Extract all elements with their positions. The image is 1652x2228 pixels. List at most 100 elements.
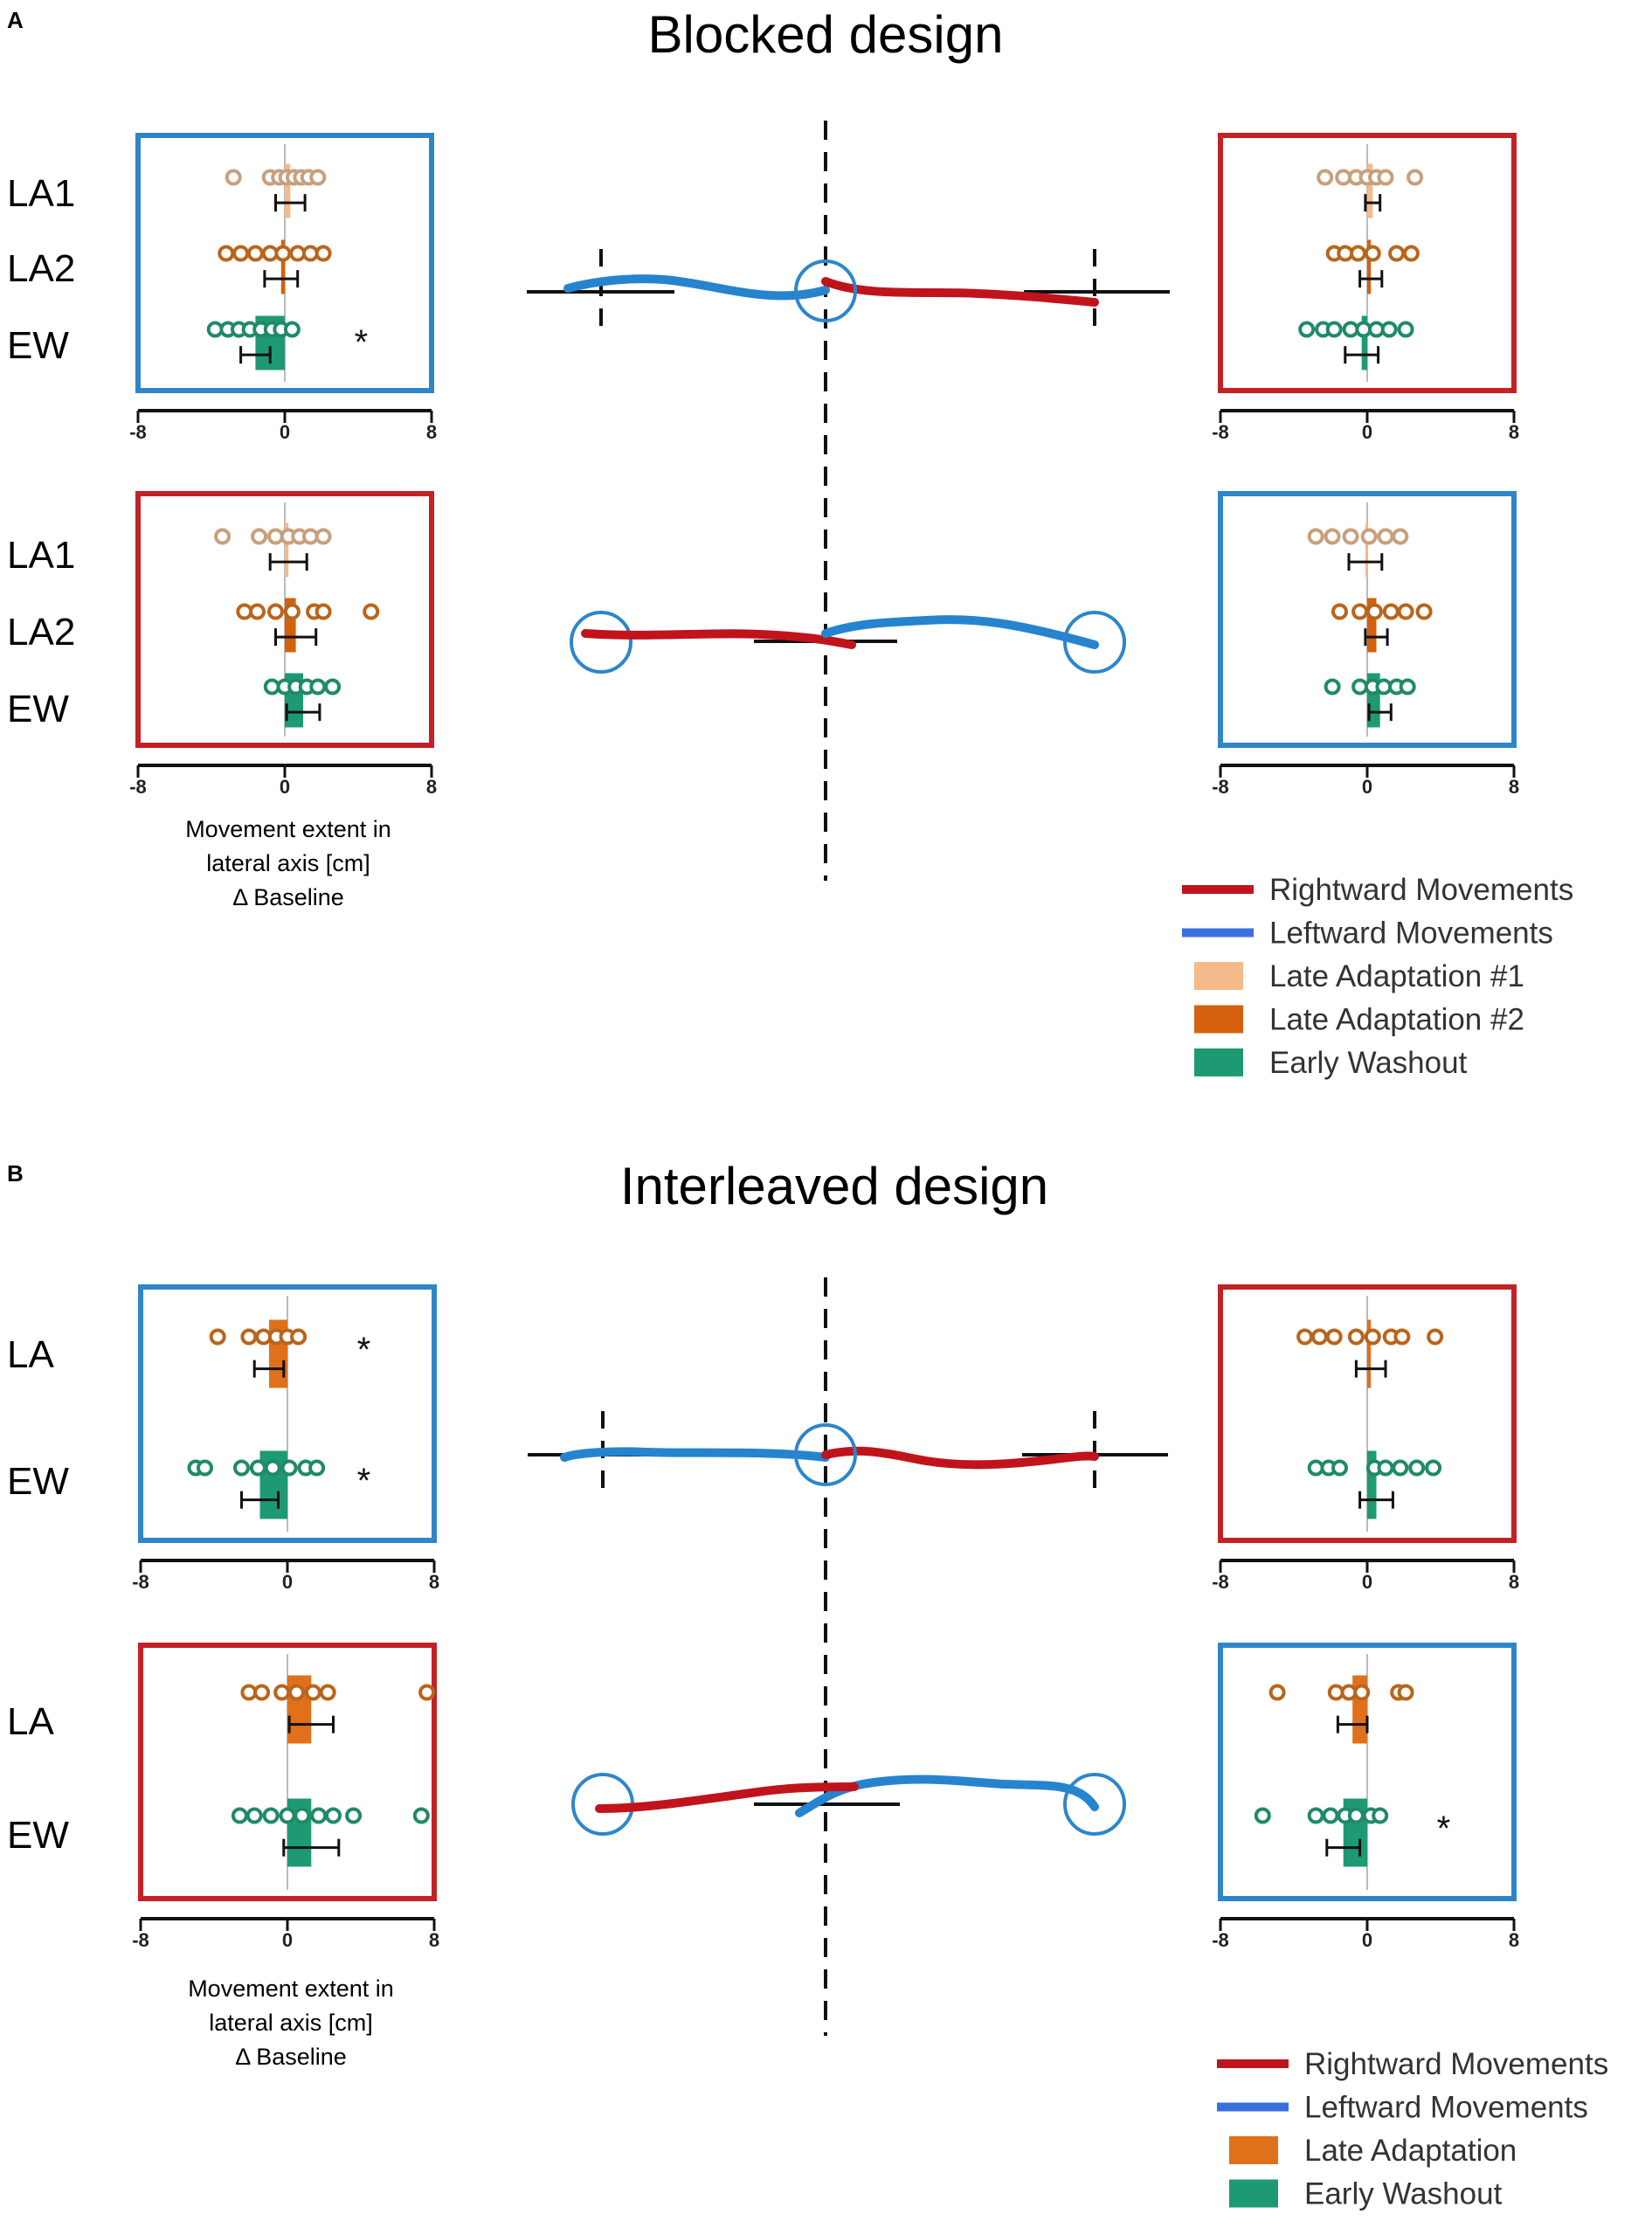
x-tick-label: 8 bbox=[1509, 1571, 1519, 1593]
subplot-frame bbox=[1218, 133, 1517, 393]
data-point bbox=[1331, 603, 1348, 620]
data-point bbox=[1268, 1684, 1286, 1701]
subplot-b-top-right: -8 0 8 bbox=[1212, 1284, 1519, 1593]
x-tick-label: 0 bbox=[1362, 421, 1372, 443]
data-point bbox=[1393, 1328, 1411, 1346]
data-point bbox=[315, 603, 332, 620]
bar-la1 bbox=[1365, 522, 1368, 578]
data-point bbox=[232, 245, 250, 262]
trajectory-schematic-a bbox=[527, 121, 1170, 881]
data-point bbox=[1331, 1459, 1348, 1477]
data-point bbox=[304, 1684, 321, 1701]
data-point bbox=[249, 1459, 266, 1477]
data-point bbox=[1388, 245, 1406, 262]
x-tick-label: 0 bbox=[1362, 1929, 1372, 1951]
data-point bbox=[267, 603, 284, 620]
x-tick-label: 8 bbox=[1509, 776, 1519, 798]
panel-letter-b: B bbox=[7, 1160, 24, 1187]
data-point bbox=[1372, 1807, 1389, 1824]
legend-label: Early Washout bbox=[1304, 2177, 1503, 2211]
significance-marker: * bbox=[1437, 1809, 1451, 1848]
x-tick-label: 8 bbox=[1509, 421, 1519, 443]
legend-label: Leftward Movements bbox=[1269, 917, 1553, 951]
data-point bbox=[233, 1459, 250, 1477]
data-point bbox=[418, 1684, 436, 1701]
data-point bbox=[412, 1807, 430, 1824]
x-tick-label: -8 bbox=[1212, 421, 1229, 443]
bar-la1 bbox=[285, 522, 289, 578]
target-right bbox=[1063, 611, 1126, 674]
data-point bbox=[294, 1807, 311, 1824]
bar-la1 bbox=[285, 163, 291, 218]
data-point bbox=[1254, 1807, 1271, 1824]
subplot-frame bbox=[1218, 1284, 1517, 1543]
data-point bbox=[325, 1807, 342, 1824]
legend-swatch-box bbox=[1194, 1048, 1243, 1076]
rightward-return-trajectory bbox=[595, 1782, 859, 1813]
data-point bbox=[1322, 1807, 1339, 1824]
legend-swatch-box bbox=[1229, 2179, 1278, 2208]
data-point bbox=[279, 1807, 296, 1824]
data-point bbox=[231, 1807, 248, 1824]
significance-marker: * bbox=[357, 1462, 371, 1500]
significance-marker: * bbox=[355, 323, 369, 362]
data-point bbox=[246, 245, 264, 262]
target-left bbox=[570, 611, 632, 674]
data-point bbox=[1324, 528, 1341, 545]
row-label-la2: LA2 bbox=[7, 611, 75, 654]
leftward-trajectory bbox=[560, 1447, 830, 1462]
data-point bbox=[309, 169, 327, 186]
data-point bbox=[315, 528, 332, 545]
row-label-la: LA bbox=[7, 1700, 54, 1743]
data-point bbox=[1360, 528, 1378, 545]
panel-title-b: Interleaved design bbox=[620, 1157, 1048, 1215]
data-point bbox=[249, 603, 266, 620]
row-label-ew: EW bbox=[7, 1460, 69, 1503]
data-point bbox=[274, 245, 292, 262]
data-point bbox=[1298, 321, 1316, 338]
rightward-return-trajectory bbox=[581, 629, 856, 649]
row-label-la1: LA1 bbox=[7, 172, 75, 215]
row-label-la2: LA2 bbox=[7, 247, 75, 290]
data-point bbox=[1399, 678, 1416, 695]
data-point bbox=[1382, 603, 1400, 620]
row-label-ew: EW bbox=[7, 688, 69, 730]
data-point bbox=[1353, 1684, 1371, 1701]
x-tick-label: -8 bbox=[129, 776, 147, 798]
subplot-a-top-right: -8 0 8 bbox=[1212, 133, 1519, 443]
row-label-la: LA bbox=[7, 1333, 54, 1376]
subplot-frame bbox=[138, 1284, 437, 1543]
x-tick-label: 0 bbox=[282, 1571, 293, 1593]
data-point bbox=[1397, 603, 1414, 620]
data-point bbox=[1377, 169, 1394, 186]
subplot-frame bbox=[1218, 491, 1517, 748]
x-tick-label: 0 bbox=[1362, 1571, 1372, 1593]
data-point bbox=[1425, 1459, 1442, 1477]
x-tick-label: -8 bbox=[1212, 1571, 1229, 1593]
start-target bbox=[794, 259, 857, 322]
data-point bbox=[214, 528, 232, 545]
data-point bbox=[345, 1807, 363, 1824]
x-tick-label: -8 bbox=[1212, 776, 1229, 798]
bar-la1 bbox=[1367, 163, 1373, 218]
x-tick-label: 8 bbox=[429, 1571, 439, 1593]
data-point bbox=[290, 1328, 308, 1346]
legend-label: Late Adaptation bbox=[1304, 2134, 1517, 2168]
bar-la2 bbox=[1367, 598, 1377, 653]
data-point bbox=[309, 678, 327, 695]
data-point bbox=[1392, 528, 1409, 545]
data-point bbox=[1415, 603, 1433, 620]
x-tick-label: -8 bbox=[129, 421, 147, 443]
data-point bbox=[1392, 1459, 1409, 1477]
data-point bbox=[363, 603, 380, 620]
data-point bbox=[1310, 1328, 1328, 1346]
data-point bbox=[253, 1684, 271, 1701]
legend-swatch-box bbox=[1194, 1005, 1243, 1034]
data-point bbox=[1325, 1328, 1343, 1346]
trajectory-schematic-b bbox=[528, 1277, 1168, 2036]
bar-la2 bbox=[1367, 239, 1372, 294]
data-point bbox=[1380, 321, 1398, 338]
